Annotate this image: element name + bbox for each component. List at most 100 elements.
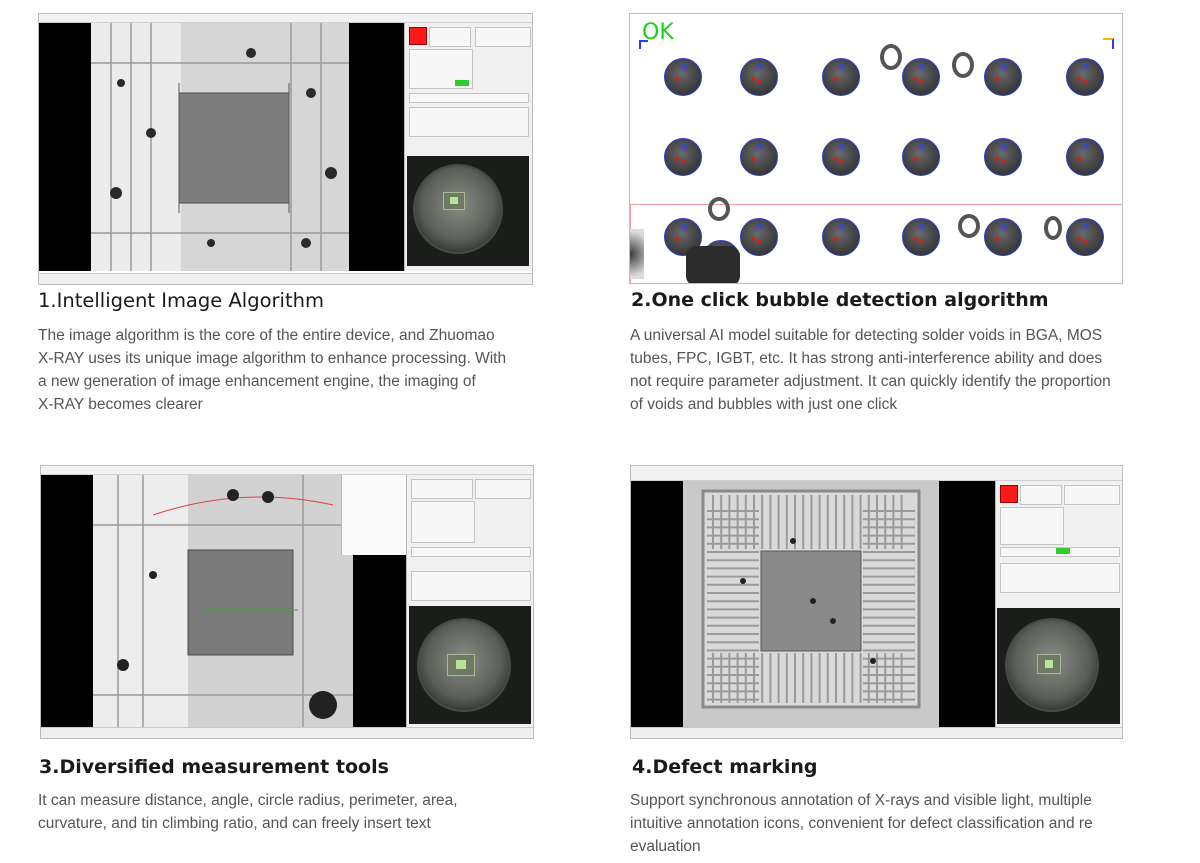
status-bar — [39, 273, 532, 284]
void-spot — [675, 77, 679, 81]
solder-ball-label: OK — [754, 224, 764, 231]
description-line: not require parameter adjustment. It can… — [630, 373, 1111, 390]
preset-dropdown[interactable] — [409, 93, 529, 103]
xray-image — [93, 475, 353, 727]
void-ring — [958, 214, 980, 238]
axis-readout — [429, 27, 471, 47]
description-line: It can measure distance, angle, circle r… — [38, 792, 458, 809]
description-line: X-RAY uses its unique image algorithm to… — [38, 350, 507, 367]
solder-ball: OK — [902, 218, 940, 256]
void-spot — [1084, 240, 1088, 244]
viewport-right-margin — [939, 481, 995, 727]
description-line: The image algorithm is the core of the e… — [38, 327, 495, 344]
void-spot — [675, 237, 679, 241]
void-spot — [1002, 160, 1006, 164]
solder-ball: OK — [822, 218, 860, 256]
void-spot — [833, 157, 837, 161]
measurement-list-panel — [341, 475, 407, 555]
corner-marker-right — [1103, 38, 1114, 49]
solder-ball-label: OK — [998, 224, 1008, 231]
void-spot — [833, 77, 837, 81]
viewport-right-margin — [349, 23, 404, 271]
tool-grid — [409, 107, 529, 137]
tool-grid — [1000, 563, 1120, 593]
void-spot — [920, 80, 924, 84]
xray-viewport — [93, 475, 353, 727]
stop-button[interactable] — [1000, 485, 1018, 503]
xray-image — [91, 23, 349, 271]
solder-ball: OK — [1066, 138, 1104, 176]
description-line: a new generation of image enhancement en… — [38, 373, 476, 390]
void-ring — [880, 44, 902, 70]
solder-ball-label: OK — [1080, 224, 1090, 231]
description-line: intuitive annotation icons, convenient f… — [630, 815, 1093, 832]
description-line: Support synchronous annotation of X-rays… — [630, 792, 1092, 809]
void-spot — [751, 77, 755, 81]
void-ring — [1044, 216, 1062, 240]
status-bar — [631, 727, 1122, 738]
void-ring — [708, 197, 730, 221]
xray-image — [683, 481, 939, 727]
xray-viewport — [91, 23, 349, 271]
section-3-description: It can measure distance, angle, circle r… — [38, 789, 558, 835]
solder-ball: OK — [664, 138, 702, 176]
axis-readout — [411, 479, 473, 499]
description-line: evaluation — [630, 838, 701, 855]
software-screenshot-4 — [630, 465, 1123, 739]
status-indicator — [455, 80, 469, 86]
section-2-description: A universal AI model suitable for detect… — [630, 324, 1160, 416]
optical-camera-view — [407, 156, 529, 266]
void-spot — [840, 160, 844, 164]
description-line: tubes, FPC, IGBT, etc. It has strong ant… — [630, 350, 1103, 367]
menu-bar — [39, 14, 532, 23]
mode-options — [1064, 485, 1120, 505]
axis-readout — [1020, 485, 1062, 505]
solder-ball: OK — [984, 58, 1022, 96]
software-screenshot-3 — [40, 465, 534, 739]
void-spot — [751, 157, 755, 161]
solder-ball: OK — [822, 58, 860, 96]
void-spot — [913, 157, 917, 161]
guide-line-horizontal — [630, 204, 1122, 205]
menu-bar — [631, 466, 1122, 481]
solder-ball-label: OK — [1080, 64, 1090, 71]
solder-ball: OK — [740, 58, 778, 96]
solder-ball-label: OK — [678, 224, 688, 231]
software-screenshot-1 — [38, 13, 533, 285]
solder-ball: OK — [740, 138, 778, 176]
mode-options — [475, 27, 531, 47]
solder-ball-label: OK — [678, 64, 688, 71]
section-3-title: 3.Diversified measurement tools — [39, 756, 389, 778]
void-spot — [1077, 77, 1081, 81]
solder-ball: OK — [1066, 218, 1104, 256]
corner-marker-left — [639, 40, 648, 49]
section-4-title: 4.Defect marking — [632, 756, 818, 778]
void-spot — [995, 157, 999, 161]
solder-ball: OK — [902, 138, 940, 176]
void-spot — [833, 237, 837, 241]
section-4-description: Support synchronous annotation of X-rays… — [630, 789, 1160, 858]
solder-ball: OK — [1066, 58, 1104, 96]
solder-ball-label: OK — [998, 64, 1008, 71]
motion-controls — [1000, 507, 1064, 545]
void-spot — [675, 157, 679, 161]
solder-ball: OK — [740, 218, 778, 256]
void-spot — [682, 160, 686, 164]
solder-ball: OK — [902, 58, 940, 96]
void-spot — [758, 240, 762, 244]
void-spot — [758, 80, 762, 84]
preset-dropdown[interactable] — [411, 547, 531, 557]
void-spot — [920, 240, 924, 244]
solder-ball: OK — [984, 218, 1022, 256]
void-spot — [995, 77, 999, 81]
void-spot — [1084, 80, 1088, 84]
solder-ball-label: OK — [754, 64, 764, 71]
camera-chip — [447, 654, 475, 676]
stop-button[interactable] — [409, 27, 427, 45]
void-spot — [995, 237, 999, 241]
menu-bar — [41, 466, 533, 475]
solder-ball-label: OK — [916, 224, 926, 231]
void-spot — [913, 77, 917, 81]
solder-ball: OK — [984, 138, 1022, 176]
